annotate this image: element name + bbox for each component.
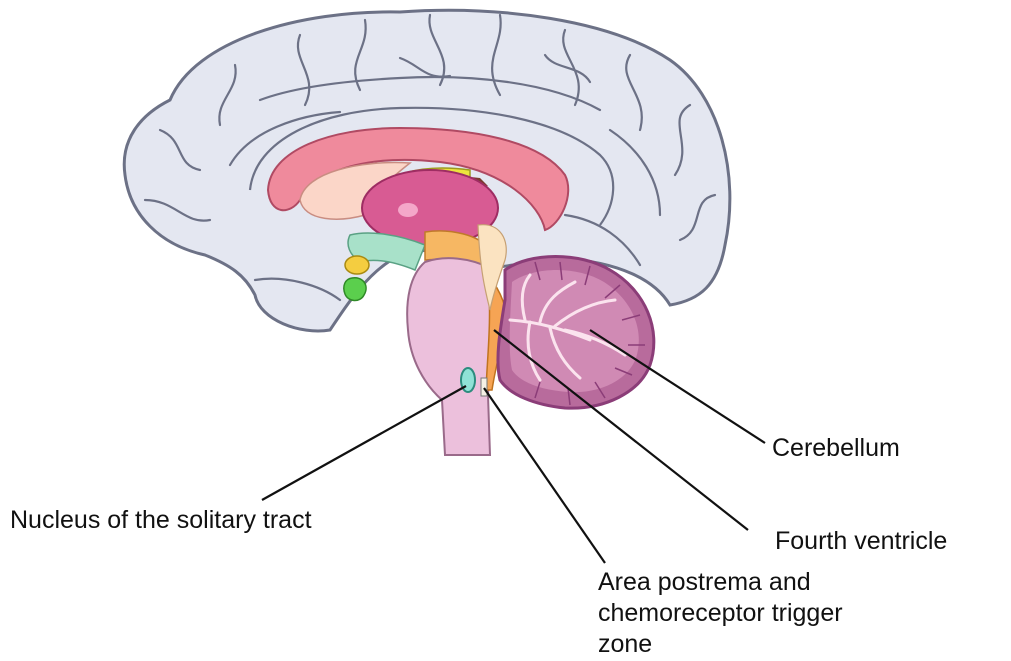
label-area-postrema-line-1: Area postrema and	[598, 567, 843, 598]
label-nucleus-solitary-tract: Nucleus of the solitary tract	[10, 505, 312, 536]
label-area-postrema: Area postrema and chemoreceptor trigger …	[598, 567, 843, 660]
label-fourth-ventricle: Fourth ventricle	[775, 526, 947, 557]
label-area-postrema-line-2: chemoreceptor trigger	[598, 598, 843, 629]
mammillary-body	[345, 256, 369, 274]
label-cerebellum: Cerebellum	[772, 433, 900, 464]
leader-line-area-postrema	[484, 388, 605, 563]
brainstem	[407, 258, 492, 455]
pituitary-gland	[344, 278, 366, 301]
area-postrema-marker	[481, 378, 487, 396]
thalamus-highlight	[398, 203, 418, 217]
label-area-postrema-line-3: zone	[598, 629, 843, 660]
leader-line-nucleus	[262, 386, 466, 500]
